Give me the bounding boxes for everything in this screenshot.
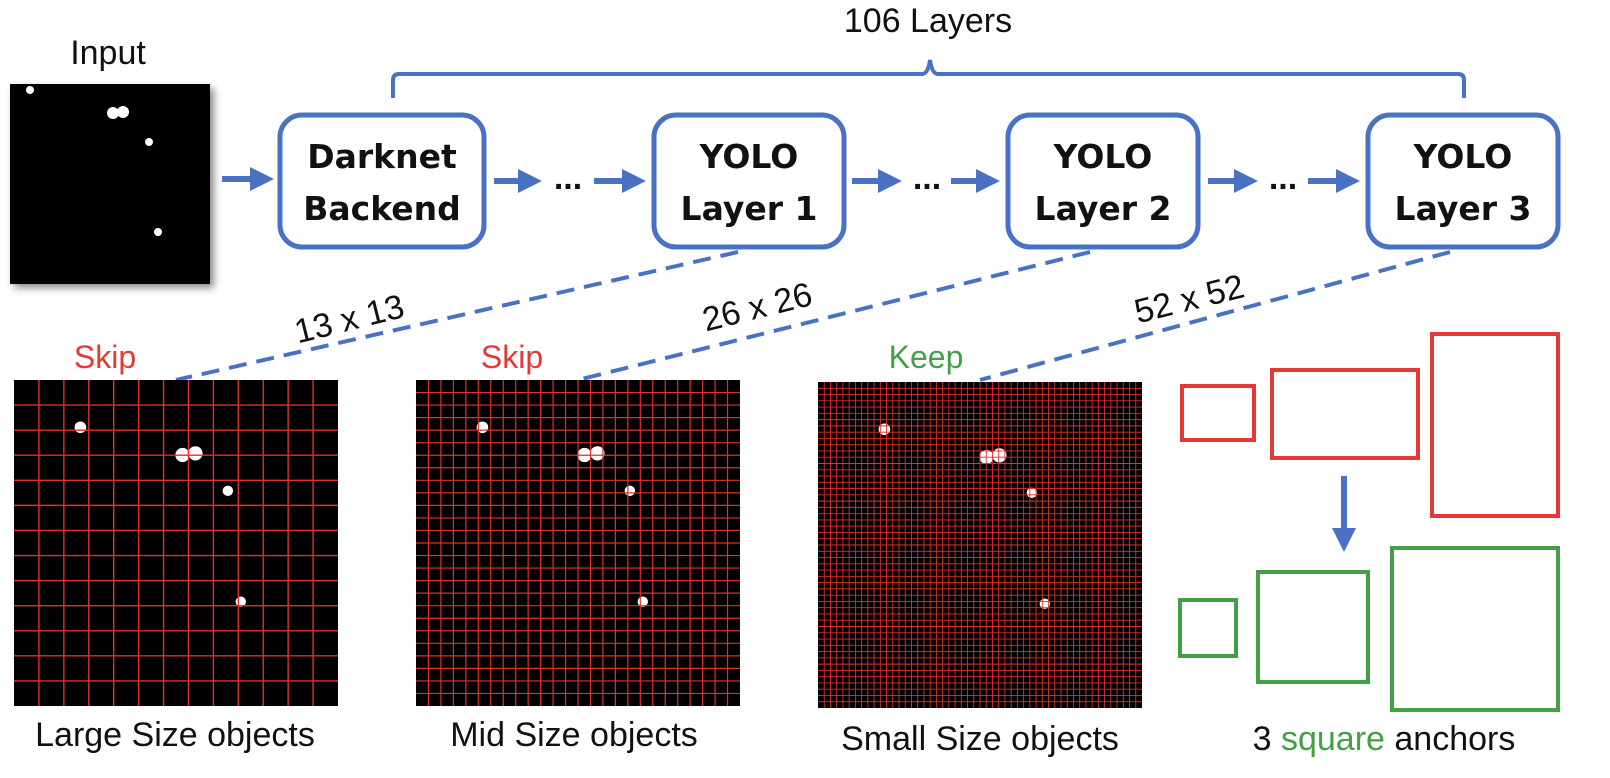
object-dot bbox=[188, 446, 203, 461]
connector-1: ... bbox=[494, 159, 646, 197]
object-dot bbox=[1026, 487, 1038, 499]
status-label-small: Keep bbox=[889, 339, 964, 375]
object-dot bbox=[222, 485, 234, 497]
connector-3: ... bbox=[1208, 159, 1360, 197]
block-yolo-layer-1: YOLO Layer 1 bbox=[651, 112, 847, 250]
status-label-mid: Skip bbox=[481, 339, 543, 375]
caption-mid: Mid Size objects bbox=[450, 716, 698, 754]
input-image-dots bbox=[26, 86, 162, 236]
object-dot bbox=[74, 421, 87, 434]
anchors-caption: 3 square anchors bbox=[1253, 720, 1516, 758]
grid-lines bbox=[818, 382, 1142, 708]
anchor-new-mid bbox=[1256, 570, 1370, 684]
input-label: Input bbox=[70, 34, 146, 72]
grid-panel-mid bbox=[416, 380, 740, 706]
caption-large: Large Size objects bbox=[35, 716, 315, 754]
block-yolo1-line2: Layer 1 bbox=[681, 189, 818, 228]
block-yolo-layer-3: YOLO Layer 3 bbox=[1365, 112, 1561, 250]
connector-2: ... bbox=[852, 159, 1000, 197]
block-yolo2-line2: Layer 2 bbox=[1035, 189, 1172, 228]
grid-panel-small bbox=[818, 382, 1142, 708]
dashed-link-52 bbox=[979, 250, 1451, 382]
block-darknet-line2: Backend bbox=[303, 189, 461, 228]
ellipsis-1: ... bbox=[554, 159, 582, 197]
block-yolo2-line1: YOLO bbox=[1053, 137, 1153, 176]
grid-lines bbox=[416, 380, 740, 706]
object-dot bbox=[590, 446, 605, 461]
object-dot bbox=[992, 448, 1007, 463]
anchors-caption-suffix: anchors bbox=[1385, 720, 1515, 758]
block-darknet-backend: Darknet Backend bbox=[277, 112, 487, 250]
anchor-new-small bbox=[1178, 598, 1238, 658]
ellipsis-3: ... bbox=[1269, 159, 1297, 197]
anchors-caption-prefix: 3 bbox=[1253, 720, 1281, 758]
dashed-link-26 bbox=[577, 250, 1091, 382]
object-dot bbox=[624, 485, 636, 497]
block-darknet-line1: Darknet bbox=[307, 137, 457, 176]
grid-label-26: 26 x 26 bbox=[699, 275, 816, 339]
anchors-caption-highlight: square bbox=[1281, 720, 1385, 758]
grid-panel-large bbox=[14, 380, 338, 706]
layers-brace bbox=[391, 59, 1466, 98]
block-yolo-layer-2: YOLO Layer 2 bbox=[1005, 112, 1201, 250]
caption-small: Small Size objects bbox=[841, 720, 1119, 758]
anchor-old-large bbox=[1430, 332, 1560, 518]
block-yolo3-line1: YOLO bbox=[1413, 137, 1513, 176]
block-yolo3-line2: Layer 3 bbox=[1395, 189, 1532, 228]
block-yolo1-line1: YOLO bbox=[699, 137, 799, 176]
anchors-old bbox=[1180, 332, 1560, 518]
dashed-link-13 bbox=[175, 250, 739, 382]
status-label-large: Skip bbox=[74, 339, 136, 375]
grid-background bbox=[14, 380, 338, 706]
grid-lines bbox=[14, 380, 338, 706]
anchor-new-large bbox=[1390, 546, 1560, 712]
anchors-new bbox=[1178, 546, 1560, 712]
anchor-old-small bbox=[1180, 384, 1256, 442]
diagram-title: 106 Layers bbox=[844, 2, 1012, 40]
ellipsis-2: ... bbox=[913, 159, 941, 197]
anchor-old-mid bbox=[1270, 368, 1420, 460]
